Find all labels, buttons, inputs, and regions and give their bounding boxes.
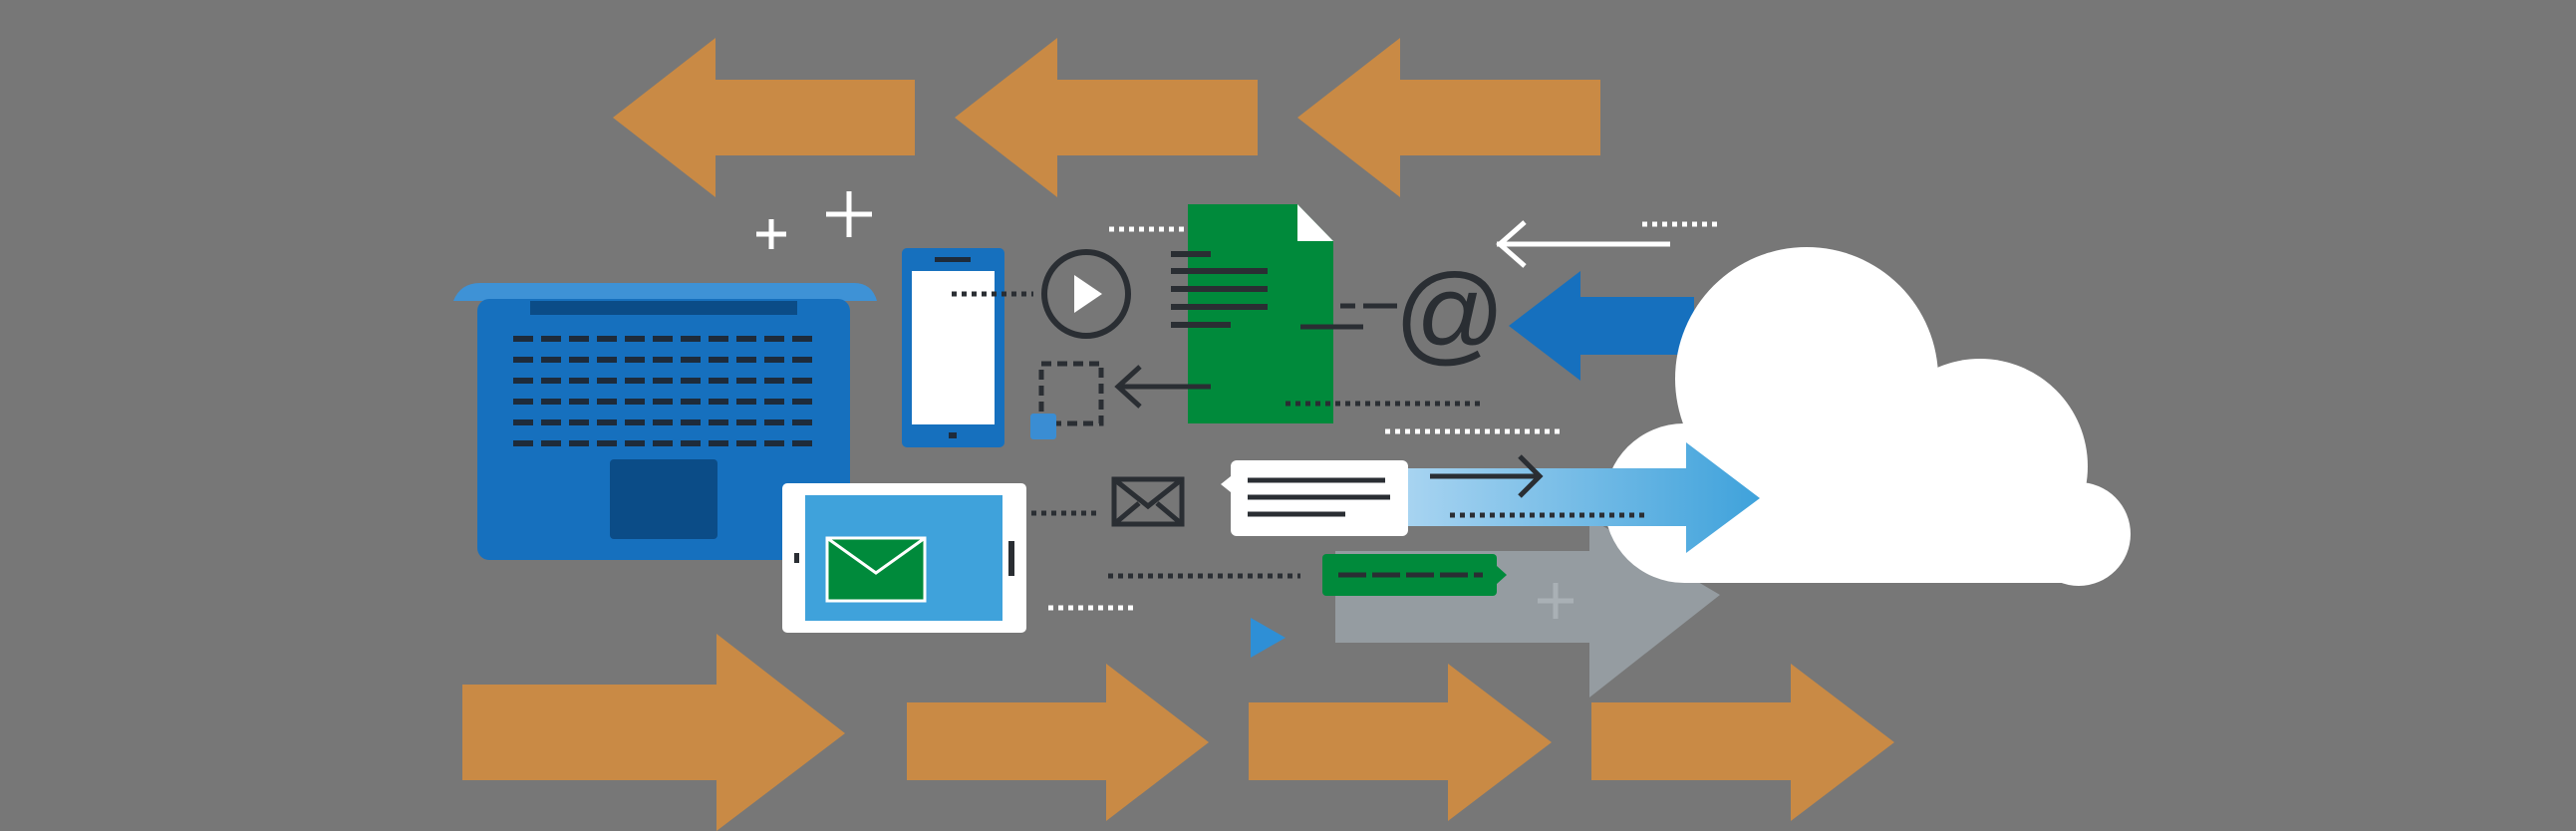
right-arrow-icon — [462, 634, 845, 831]
play-icon — [1041, 249, 1131, 339]
left-arrow-icon — [1297, 38, 1600, 197]
envelope-icon — [825, 536, 927, 603]
left-arrow-icon — [613, 38, 915, 197]
cloud-icon — [1604, 247, 2131, 586]
arrow-left-icon — [1114, 365, 1211, 409]
selection-box-icon — [1030, 361, 1104, 439]
left-arrow-icon — [955, 38, 1258, 197]
bottom-arrows — [462, 634, 1894, 831]
top-arrows — [613, 38, 1600, 197]
message-bubble-icon — [1322, 554, 1507, 596]
plus-icon — [756, 219, 786, 249]
arrow-left-icon — [1509, 271, 1694, 381]
right-arrow-icon — [907, 664, 1209, 821]
at-sign-icon: @ — [1394, 252, 1506, 375]
right-arrow-icon — [1249, 664, 1552, 821]
arrow-right-icon — [1430, 454, 1544, 498]
right-arrow-icon — [1591, 664, 1894, 821]
arrow-right-icon — [1405, 442, 1760, 553]
plus-icon — [826, 191, 872, 237]
chat-bubble-icon — [1221, 460, 1408, 536]
envelope-icon — [1111, 476, 1185, 527]
document-icon — [1171, 204, 1363, 423]
arrow-left-icon — [1496, 220, 1670, 268]
laptop-icon — [453, 283, 877, 560]
smartphone-icon — [902, 248, 1004, 447]
tablet-icon — [782, 483, 1026, 633]
play-icon — [1251, 618, 1286, 658]
